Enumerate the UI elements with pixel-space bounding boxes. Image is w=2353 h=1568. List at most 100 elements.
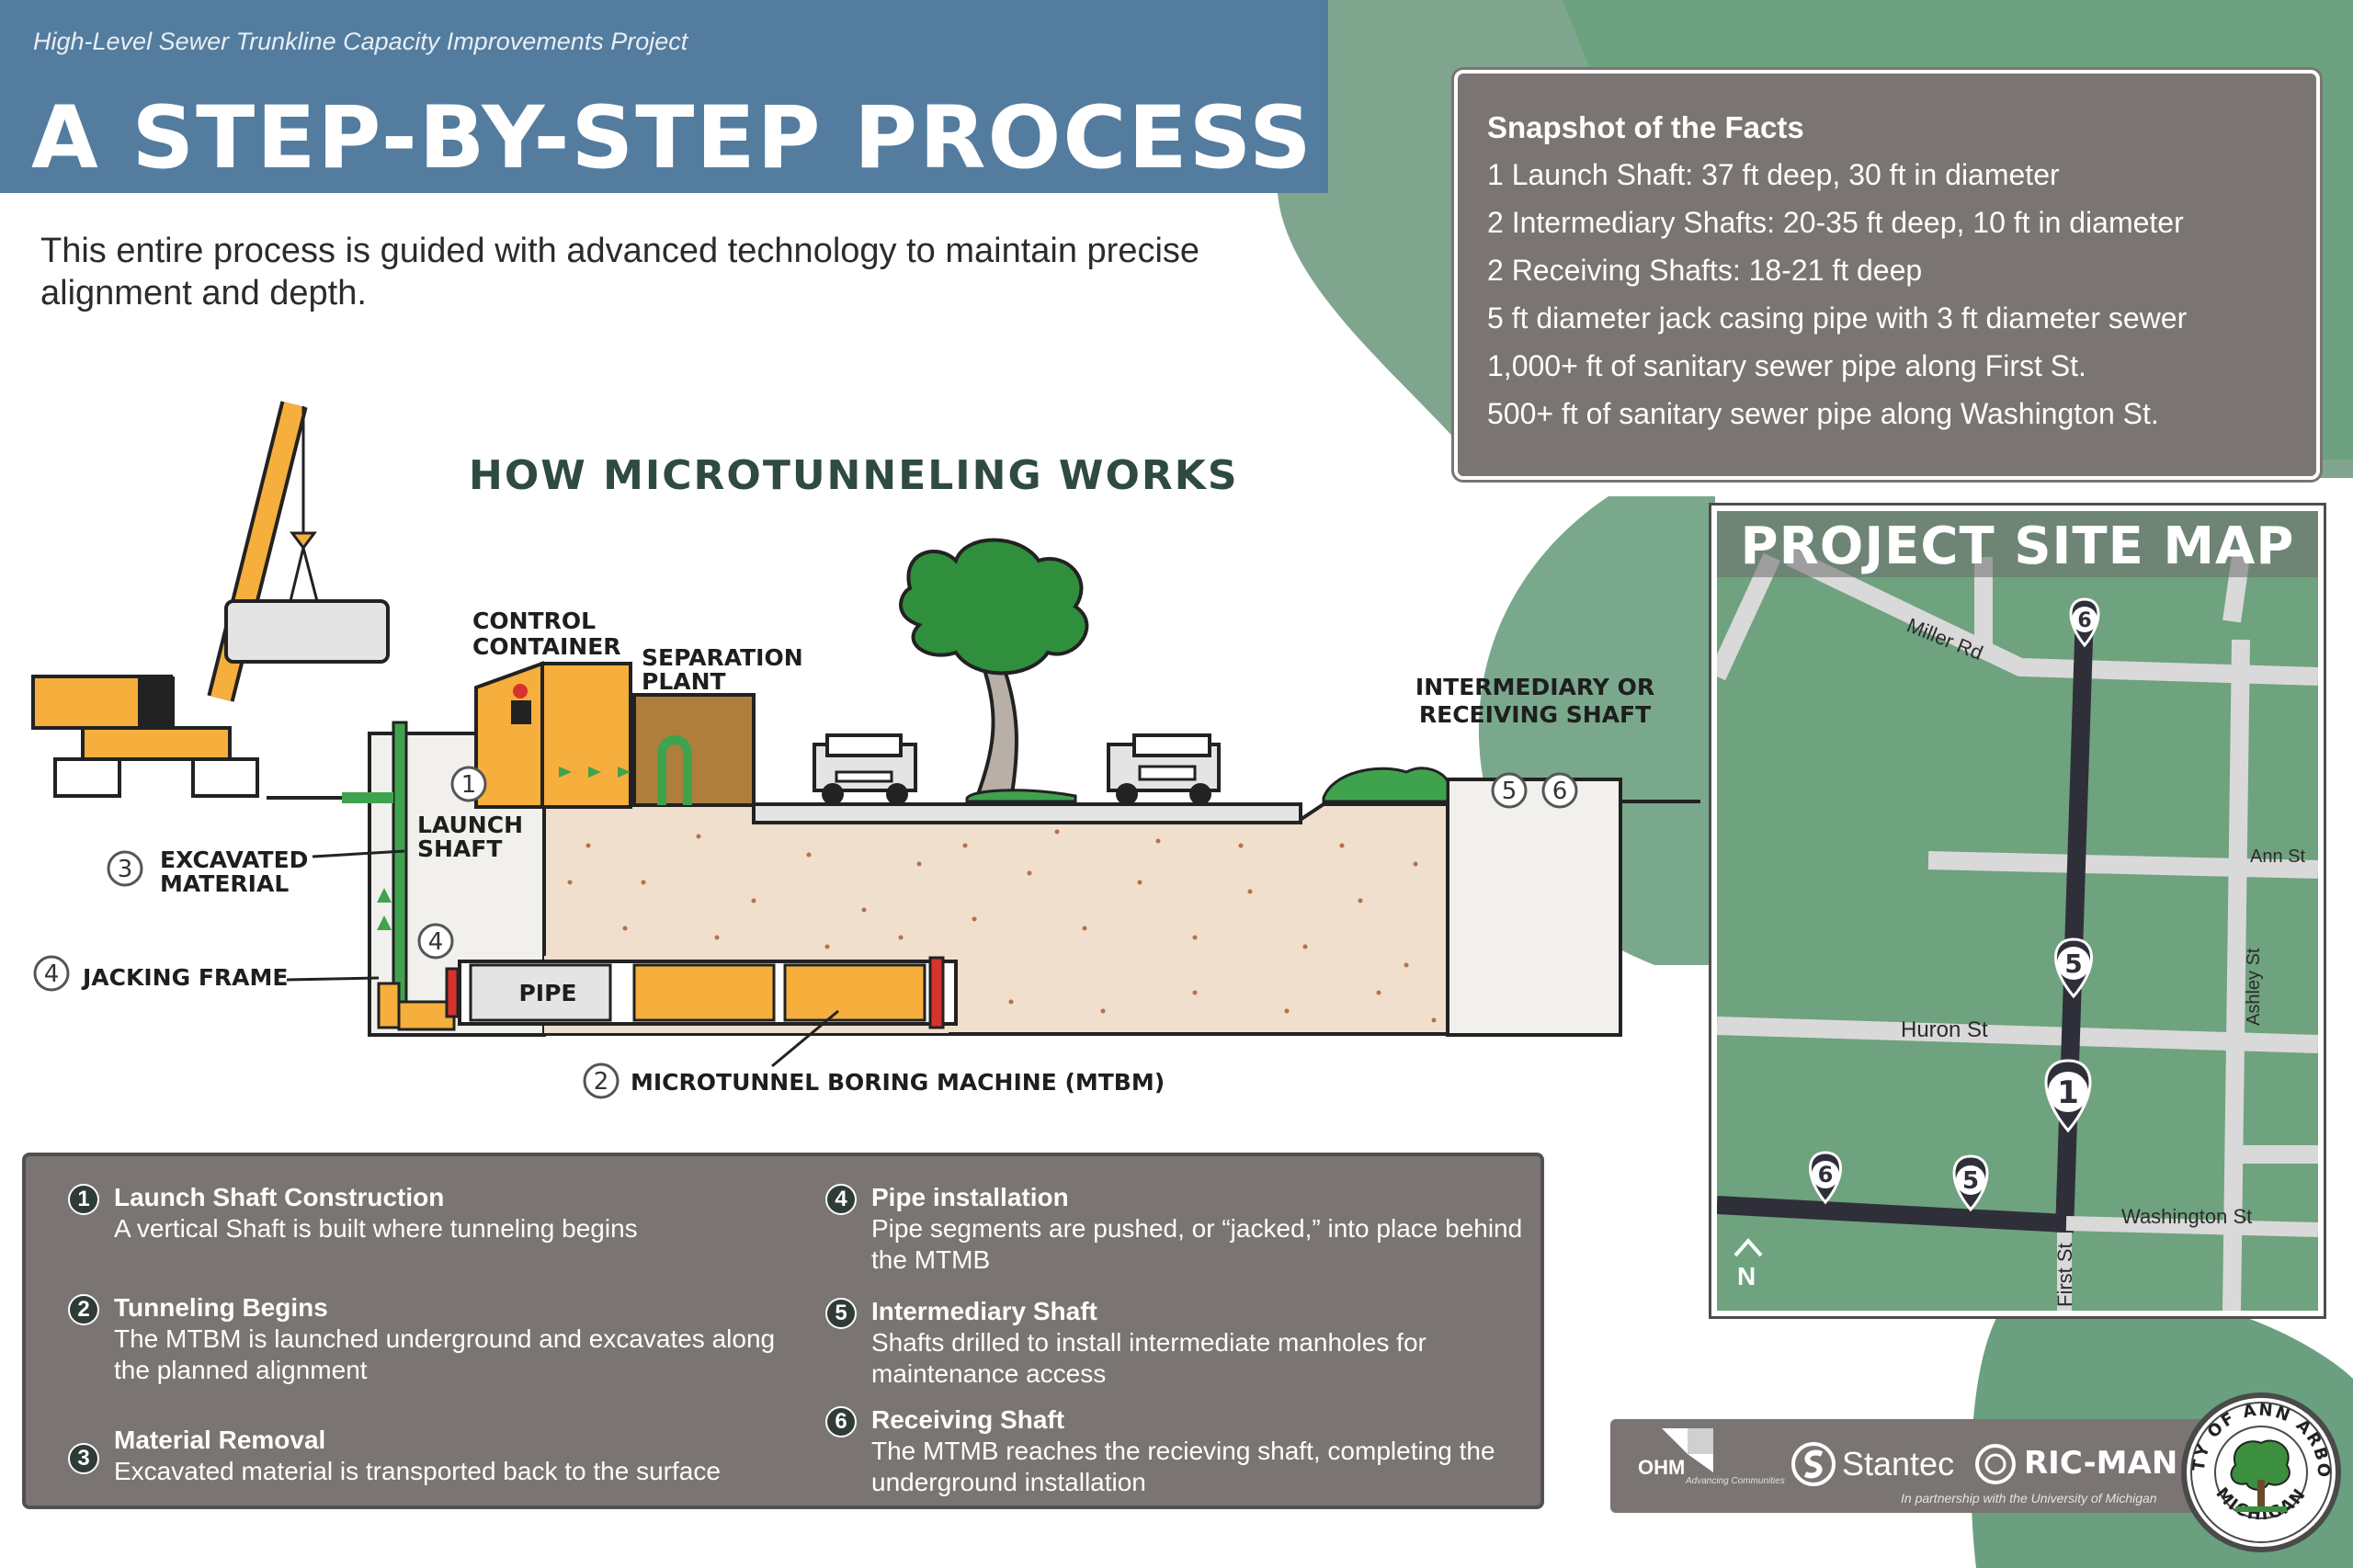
step-2-title: Tunneling Begins: [114, 1293, 328, 1322]
step-5: 5 Intermediary Shaft Shafts drilled to i…: [825, 1296, 1524, 1390]
project-name: High-Level Sewer Trunkline Capacity Impr…: [33, 28, 688, 55]
map-pin-6-west: 6: [1809, 1151, 1842, 1205]
street-huron: Huron St: [1901, 1017, 1988, 1042]
fact-item: 5 ft diameter jack casing pipe with 3 ft…: [1487, 301, 2188, 335]
label-mtbm: MICROTUNNEL BORING MACHINE (MTBM): [631, 1069, 1165, 1096]
fact-item: 500+ ft of sanitary sewer pipe along Was…: [1487, 397, 2159, 430]
tree: [899, 538, 1089, 803]
label-separation-2: PLANT: [642, 668, 726, 695]
label-launch-1: LAUNCH: [417, 812, 523, 838]
label-jacking-frame: JACKING FRAME: [81, 964, 288, 991]
marker-6-text: 6: [1552, 778, 1568, 805]
street-ashley: Ashley St: [2244, 948, 2264, 1026]
step-4: 4 Pipe installation Pipe segments are pu…: [825, 1182, 1524, 1276]
map-pin-6-north: 6: [2069, 597, 2100, 648]
step-5-number: 5: [825, 1298, 857, 1329]
diagram-title: HOW MICROTUNNELING WORKS: [469, 452, 1239, 499]
fact-item: 2 Receiving Shafts: 18-21 ft deep: [1487, 254, 1923, 287]
truck-left: [813, 733, 917, 805]
facts-title: Snapshot of the Facts: [1487, 110, 1804, 144]
step-4-desc: Pipe segments are pushed, or “jacked,” i…: [871, 1214, 1523, 1274]
label-separation-1: SEPARATION: [642, 644, 803, 671]
step-3: 3 Material Removal Excavated material is…: [68, 1425, 822, 1487]
map-pin-5-north: 5: [2054, 937, 2093, 999]
map-pin-6-west-text: 6: [1818, 1162, 1834, 1187]
marker-2-text: 2: [594, 1068, 609, 1096]
street-first: First St: [2053, 1243, 2076, 1307]
ricman-logo-icon: [1975, 1444, 2016, 1484]
map-title: PROJECT SITE MAP: [1740, 517, 2295, 576]
step-1-title: Launch Shaft Construction: [114, 1183, 445, 1211]
map-pin-1: 1: [2044, 1059, 2092, 1133]
intro-text: This entire process is guided with advan…: [40, 232, 1200, 312]
marker-4-shaft-text: 4: [428, 928, 444, 956]
step-2-desc: The MTBM is launched underground and exc…: [114, 1324, 776, 1384]
project-site-map: Miller Rd Ann St Ashley St Huron St Wash…: [1711, 506, 2324, 1316]
marker-4-shaft: 4: [417, 923, 454, 960]
label-control-1: CONTROL: [472, 608, 596, 634]
fact-item: 1 Launch Shaft: 37 ft deep, 30 ft in dia…: [1487, 158, 2060, 191]
map-pin-1-text: 1: [2057, 1074, 2079, 1111]
step-6-number: 6: [825, 1406, 857, 1437]
north-label: N: [1737, 1262, 1756, 1290]
ricman-logo-text: RIC-MAN: [2024, 1445, 2178, 1482]
step-1-desc: A vertical Shaft is built where tunnelin…: [114, 1214, 638, 1243]
crane: [31, 401, 390, 798]
step-1: 1 Launch Shaft Construction A vertical S…: [68, 1182, 767, 1244]
step-6-desc: The MTMB reaches the recieving shaft, co…: [871, 1437, 1495, 1496]
step-4-number: 4: [825, 1184, 857, 1215]
map-graphic: Miller Rd Ann St Ashley St Huron St Wash…: [1717, 511, 2318, 1311]
marker-4-text: 4: [44, 960, 60, 988]
label-pipe: PIPE: [518, 980, 576, 1006]
step-6-title: Receiving Shaft: [871, 1405, 1065, 1434]
marker-1-text: 1: [461, 771, 477, 799]
map-pin-5-west: 5: [1952, 1154, 1989, 1212]
step-3-number: 3: [68, 1443, 99, 1474]
marker-4: 4: [33, 955, 70, 992]
partner-logos: OHM Advancing Communities Stantec RIC-MA…: [1610, 1419, 2217, 1513]
stantec-logo-icon: [1791, 1442, 1836, 1486]
marker-1: 1: [450, 766, 487, 802]
step-6: 6 Receiving Shaft The MTMB reaches the r…: [825, 1404, 1524, 1498]
street-washington: Washington St: [2121, 1205, 2252, 1228]
marker-5: 5: [1491, 772, 1528, 809]
map-pin-6-north-text: 6: [2077, 609, 2091, 632]
ohm-logo-icon: [1662, 1428, 1713, 1472]
step-3-desc: Excavated material is transported back t…: [114, 1457, 721, 1485]
ohm-tagline: Advancing Communities: [1686, 1476, 1785, 1486]
step-4-title: Pipe installation: [871, 1183, 1069, 1211]
map-pin-5-west-text: 5: [1962, 1167, 1979, 1195]
marker-6: 6: [1541, 772, 1578, 809]
step-5-desc: Shafts drilled to install intermediate m…: [871, 1328, 1427, 1388]
marker-2: 2: [583, 1062, 620, 1099]
map-pin-5-north-text: 5: [2064, 949, 2082, 979]
label-excavated-1: EXCAVATED: [160, 846, 308, 873]
microtunneling-diagram: 1 4 3 4 2 5 6 CONTROL CONTAINER SEPARATI…: [31, 401, 1700, 1099]
fact-item: 1,000+ ft of sanitary sewer pipe along F…: [1487, 349, 2086, 382]
label-intermediary-1: INTERMEDIARY OR: [1415, 674, 1654, 700]
ohm-logo-text: OHM: [1638, 1456, 1686, 1479]
marker-5-text: 5: [1502, 778, 1518, 805]
step-2: 2 Tunneling Begins The MTBM is launched …: [68, 1292, 803, 1386]
label-intermediary-2: RECEIVING SHAFT: [1419, 701, 1651, 728]
partnership-note: In partnership with the University of Mi…: [1901, 1491, 2157, 1506]
label-launch-2: SHAFT: [417, 835, 502, 862]
step-2-number: 2: [68, 1294, 99, 1325]
marker-3-text: 3: [118, 856, 133, 883]
map-title-bar: [1717, 511, 2318, 577]
city-seal-icon: CITY OF ANN ARBOR MICHIGAN: [2180, 1392, 2341, 1552]
label-control-2: CONTAINER: [472, 633, 621, 660]
marker-3: 3: [107, 850, 143, 887]
facts-panel: Snapshot of the Facts 1 Launch Shaft: 37…: [1454, 70, 2320, 480]
page-title: A STEP-BY-STEP PROCESS: [31, 88, 1313, 188]
street-ann: Ann St: [2250, 846, 2305, 867]
fact-item: 2 Intermediary Shafts: 20-35 ft deep, 10…: [1487, 206, 2184, 239]
step-5-title: Intermediary Shaft: [871, 1297, 1097, 1325]
step-3-title: Material Removal: [114, 1426, 326, 1454]
header-band: High-Level Sewer Trunkline Capacity Impr…: [0, 0, 1328, 193]
steps-panel: 1 Launch Shaft Construction A vertical S…: [22, 1153, 1544, 1509]
stantec-logo-text: Stantec: [1842, 1445, 1955, 1483]
truck-right: [1107, 733, 1221, 805]
step-1-number: 1: [68, 1184, 99, 1215]
label-excavated-2: MATERIAL: [160, 870, 289, 897]
